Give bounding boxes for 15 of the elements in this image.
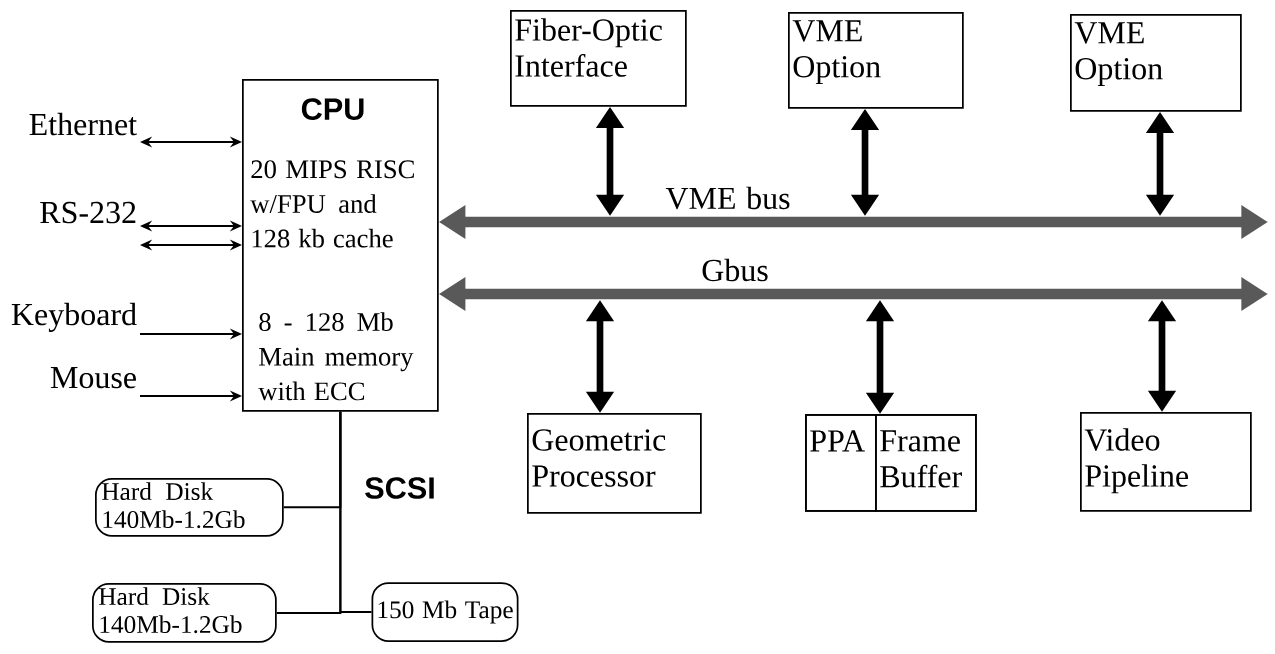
bus-label: SCSI [365, 477, 434, 499]
module-box: VME Option [788, 12, 964, 109]
module-box: Video Pipeline [1080, 412, 1252, 512]
tape-box: 150 Mb Tape [371, 582, 519, 642]
module-box: Fiber-Optic Interface [510, 10, 687, 107]
edge-label: Gbus [699, 257, 771, 283]
edge-label: VME bus [664, 185, 792, 211]
interface-label: RS-232 [40, 201, 136, 224]
bus-line [339, 410, 373, 613]
interface-label: Keyboard [11, 302, 137, 332]
cpu-box: CPU 20 MIPS RISC w/FPU and 128 kb cache 8 - 128 Mb Main memory with ECC [242, 79, 439, 412]
module-box: Geometric Processor [527, 413, 702, 514]
interface-label: Ethernet [29, 112, 137, 136]
module-box: VME Option [1070, 14, 1242, 112]
interface-label: Mouse [50, 367, 136, 389]
